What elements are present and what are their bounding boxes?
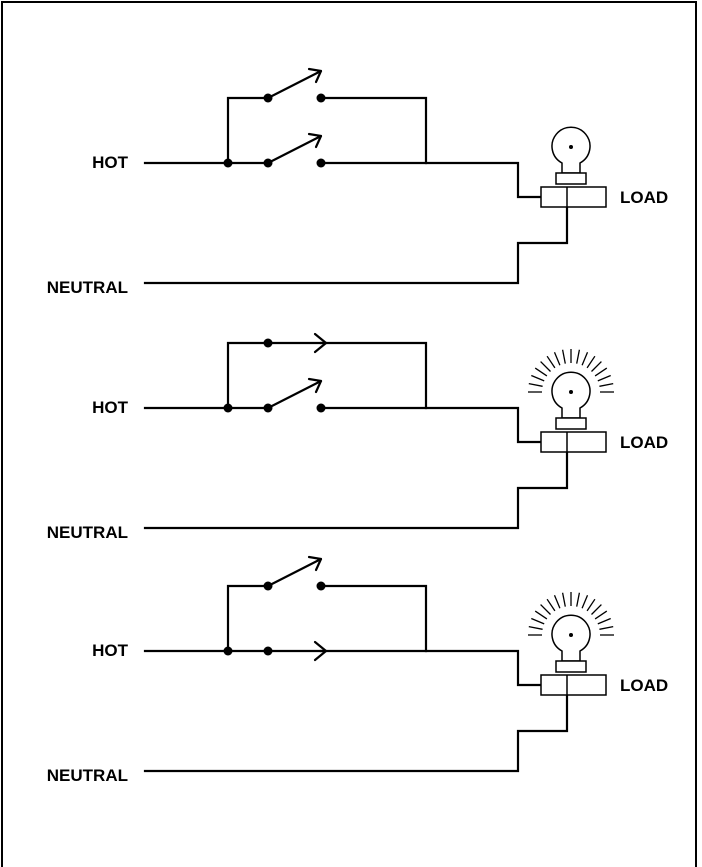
circuit-2: HOT NEUTRAL LOAD — [47, 332, 668, 542]
bottom-switch — [263, 132, 326, 168]
parallel-branch-wire — [226, 96, 270, 165]
hot-label: HOT — [92, 153, 129, 172]
switch-arrow — [307, 67, 323, 84]
bulb-base — [555, 660, 587, 673]
neutral-wire — [143, 450, 569, 530]
top-output-wire — [319, 341, 428, 410]
load-label: LOAD — [620, 433, 668, 452]
light-ray — [594, 610, 608, 620]
hot-label: HOT — [92, 398, 129, 417]
light-ray — [586, 598, 596, 612]
light-ray — [534, 367, 548, 377]
lamp-socket — [540, 186, 607, 208]
light-ray — [599, 382, 614, 387]
load-feed-wire — [319, 161, 543, 199]
top-switch — [263, 67, 326, 103]
light-ray — [534, 610, 548, 620]
lamp-lit-icon — [528, 349, 614, 453]
bulb-filament — [569, 633, 573, 637]
lamp-lit-icon — [528, 592, 614, 696]
circuit-3: HOT NEUTRAL LOAD — [47, 555, 668, 785]
parallel-branch-wire — [226, 341, 270, 410]
top-output-wire — [319, 584, 428, 653]
light-ray — [591, 361, 602, 372]
light-ray — [561, 592, 566, 607]
light-ray — [581, 595, 589, 609]
light-ray — [576, 592, 581, 607]
junction-dot — [223, 403, 233, 413]
load-feed-wire — [319, 406, 543, 444]
load-label: LOAD — [620, 676, 668, 695]
switch-pivot-dot — [263, 646, 273, 656]
bottom-switch — [263, 640, 328, 662]
bulb-filament — [569, 145, 573, 149]
switch-pivot-dot — [263, 581, 273, 591]
light-ray — [586, 355, 596, 369]
light-ray — [561, 349, 566, 364]
lamp-socket — [540, 674, 607, 696]
parallel-branch-wire — [226, 584, 270, 653]
switch-pivot-dot — [263, 93, 273, 103]
switch-pivot-dot — [263, 403, 273, 413]
top-output-wire — [319, 96, 428, 165]
neutral-wire — [143, 205, 569, 285]
light-ray — [599, 625, 614, 630]
light-ray — [576, 349, 581, 364]
switch-arrow — [307, 555, 323, 572]
light-ray — [531, 374, 545, 382]
switch-blade-open — [266, 379, 323, 410]
neutral-wire — [143, 693, 569, 773]
light-ray — [546, 355, 556, 369]
switch-blade-open — [266, 69, 323, 100]
load-label: LOAD — [620, 188, 668, 207]
light-ray — [528, 382, 543, 387]
neutral-label: NEUTRAL — [47, 766, 128, 785]
top-switch — [263, 555, 326, 591]
switch-pivot-dot — [263, 158, 273, 168]
light-ray — [581, 352, 589, 366]
bulb-glass — [551, 614, 591, 662]
bottom-switch — [263, 377, 326, 413]
light-ray — [594, 367, 608, 377]
bulb-filament — [569, 390, 573, 394]
bulb-base — [555, 172, 587, 185]
switch-pivot-dot — [263, 338, 273, 348]
light-ray — [597, 374, 611, 382]
junction-dot — [223, 158, 233, 168]
light-ray — [591, 604, 602, 615]
light-ray — [528, 625, 543, 630]
switch-blade-open — [266, 134, 323, 165]
light-ray — [597, 617, 611, 625]
circuit-1: HOT NEUTRAL LOAD — [47, 67, 668, 297]
switch-blade-open — [266, 557, 323, 588]
switch-arrow — [307, 377, 323, 394]
switch-arrow — [307, 132, 323, 149]
light-ray — [553, 352, 561, 366]
neutral-label: NEUTRAL — [47, 278, 128, 297]
bulb-base — [555, 417, 587, 430]
light-ray — [546, 598, 556, 612]
load-feed-wire — [319, 649, 543, 687]
light-ray — [531, 617, 545, 625]
lamp-socket — [540, 431, 607, 453]
light-ray — [540, 361, 551, 372]
top-switch — [263, 332, 328, 354]
bulb-glass — [551, 371, 591, 419]
neutral-label: NEUTRAL — [47, 523, 128, 542]
junction-dot — [223, 646, 233, 656]
light-ray — [553, 595, 561, 609]
lamp-off-icon — [540, 126, 607, 208]
hot-label: HOT — [92, 641, 129, 660]
light-ray — [540, 604, 551, 615]
bulb-glass — [551, 126, 591, 174]
